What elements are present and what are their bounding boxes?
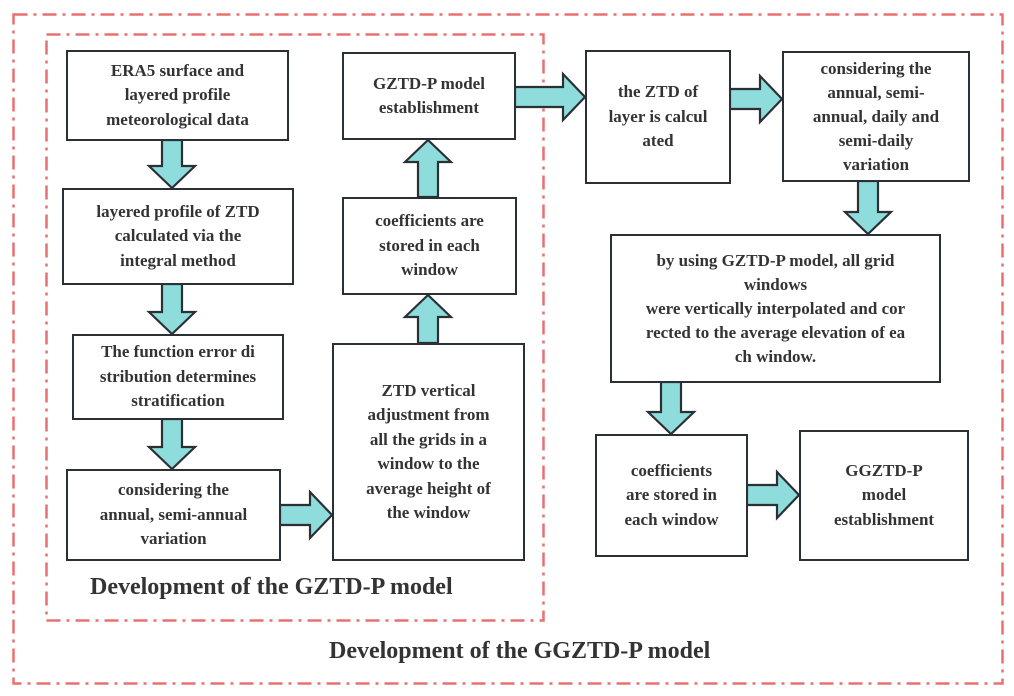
node-ggztd-p-establishment: GGZTD-P model establishment (799, 430, 969, 561)
node-ztd-vertical-adjustment: ZTD vertical adjustment from all the gri… (332, 343, 525, 561)
arrow-down-icon (146, 417, 198, 471)
node-function-error: The function error di stribution determi… (72, 334, 284, 420)
arrow-right-icon (728, 73, 784, 125)
node-ztd-of-layer: the ZTD of layer is calcul ated (585, 50, 731, 184)
inner-group-border (45, 33, 545, 622)
arrow-right-icon (513, 71, 587, 123)
node-layered-profile-ztd: layered profile of ZTD calculated via th… (62, 188, 294, 285)
node-vertical-interpolation: by using GZTD-P model, all grid windows … (610, 234, 941, 383)
arrows-layer (146, 71, 894, 541)
arrow-down-icon (842, 179, 894, 236)
node-annual-semiannual: considering the annual, semi-annual vari… (66, 469, 281, 561)
arrow-down-icon (146, 138, 198, 190)
arrow-right-icon (278, 489, 334, 541)
arrow-up-icon (402, 138, 454, 199)
outer-group-label: Development of the GGZTD-P model (329, 638, 711, 664)
node-era5-data: ERA5 surface and layered profile meteoro… (66, 50, 289, 141)
node-gztd-p-establishment: GZTD-P model establishment (342, 52, 516, 140)
arrow-up-icon (402, 293, 454, 345)
arrow-right-icon (745, 469, 801, 521)
node-coefficients-stored-ggztd: coefficients are stored in each window (595, 434, 748, 557)
outer-group-border (12, 13, 1004, 685)
node-coefficients-stored-gztd: coefficients are stored in each window (342, 197, 517, 295)
arrow-down-icon (146, 282, 198, 336)
node-annual-daily-variation: considering the annual, semi- annual, da… (782, 51, 970, 182)
arrow-down-icon (645, 380, 697, 436)
inner-group-label: Development of the GZTD-P model (90, 574, 453, 600)
